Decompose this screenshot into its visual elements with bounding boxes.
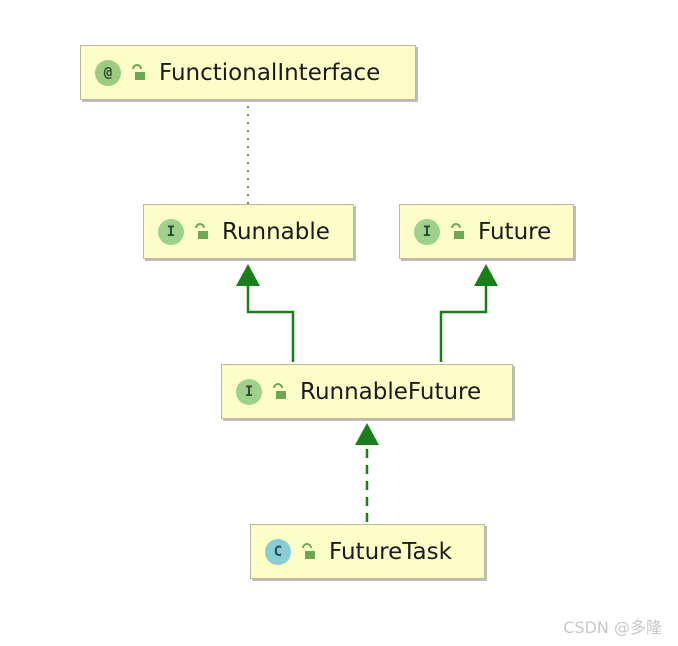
node-label: FutureTask bbox=[329, 538, 452, 565]
node-future-task[interactable]: C FutureTask bbox=[250, 524, 485, 579]
lock-open-icon bbox=[132, 63, 145, 80]
interface-badge-icon: I bbox=[158, 218, 184, 245]
node-functional-interface[interactable]: @ FunctionalInterface bbox=[80, 45, 416, 100]
arrowhead-future bbox=[474, 264, 498, 286]
lock-open-icon bbox=[302, 542, 315, 559]
node-label: Runnable bbox=[222, 218, 330, 245]
lock-open-icon bbox=[195, 222, 208, 239]
interface-badge-icon: I bbox=[236, 378, 262, 405]
lock-open-icon bbox=[273, 382, 286, 399]
edge-runnable-future-runnable bbox=[246, 284, 295, 362]
node-future[interactable]: I Future bbox=[399, 204, 574, 259]
node-label: FunctionalInterface bbox=[159, 59, 381, 86]
node-label: RunnableFuture bbox=[300, 378, 482, 405]
lock-open-icon bbox=[451, 222, 464, 239]
class-badge-icon: C bbox=[265, 538, 291, 565]
edge-runnable-future-future bbox=[439, 284, 488, 362]
arrowhead-runnable bbox=[236, 264, 260, 286]
node-label: Future bbox=[478, 218, 552, 245]
arrowhead-runnable-future bbox=[355, 423, 379, 445]
annotation-badge-icon: @ bbox=[95, 59, 121, 86]
watermark: CSDN @多隆 bbox=[563, 618, 662, 637]
node-runnable[interactable]: I Runnable bbox=[143, 204, 354, 259]
node-runnable-future[interactable]: I RunnableFuture bbox=[221, 364, 513, 419]
interface-badge-icon: I bbox=[414, 218, 440, 245]
